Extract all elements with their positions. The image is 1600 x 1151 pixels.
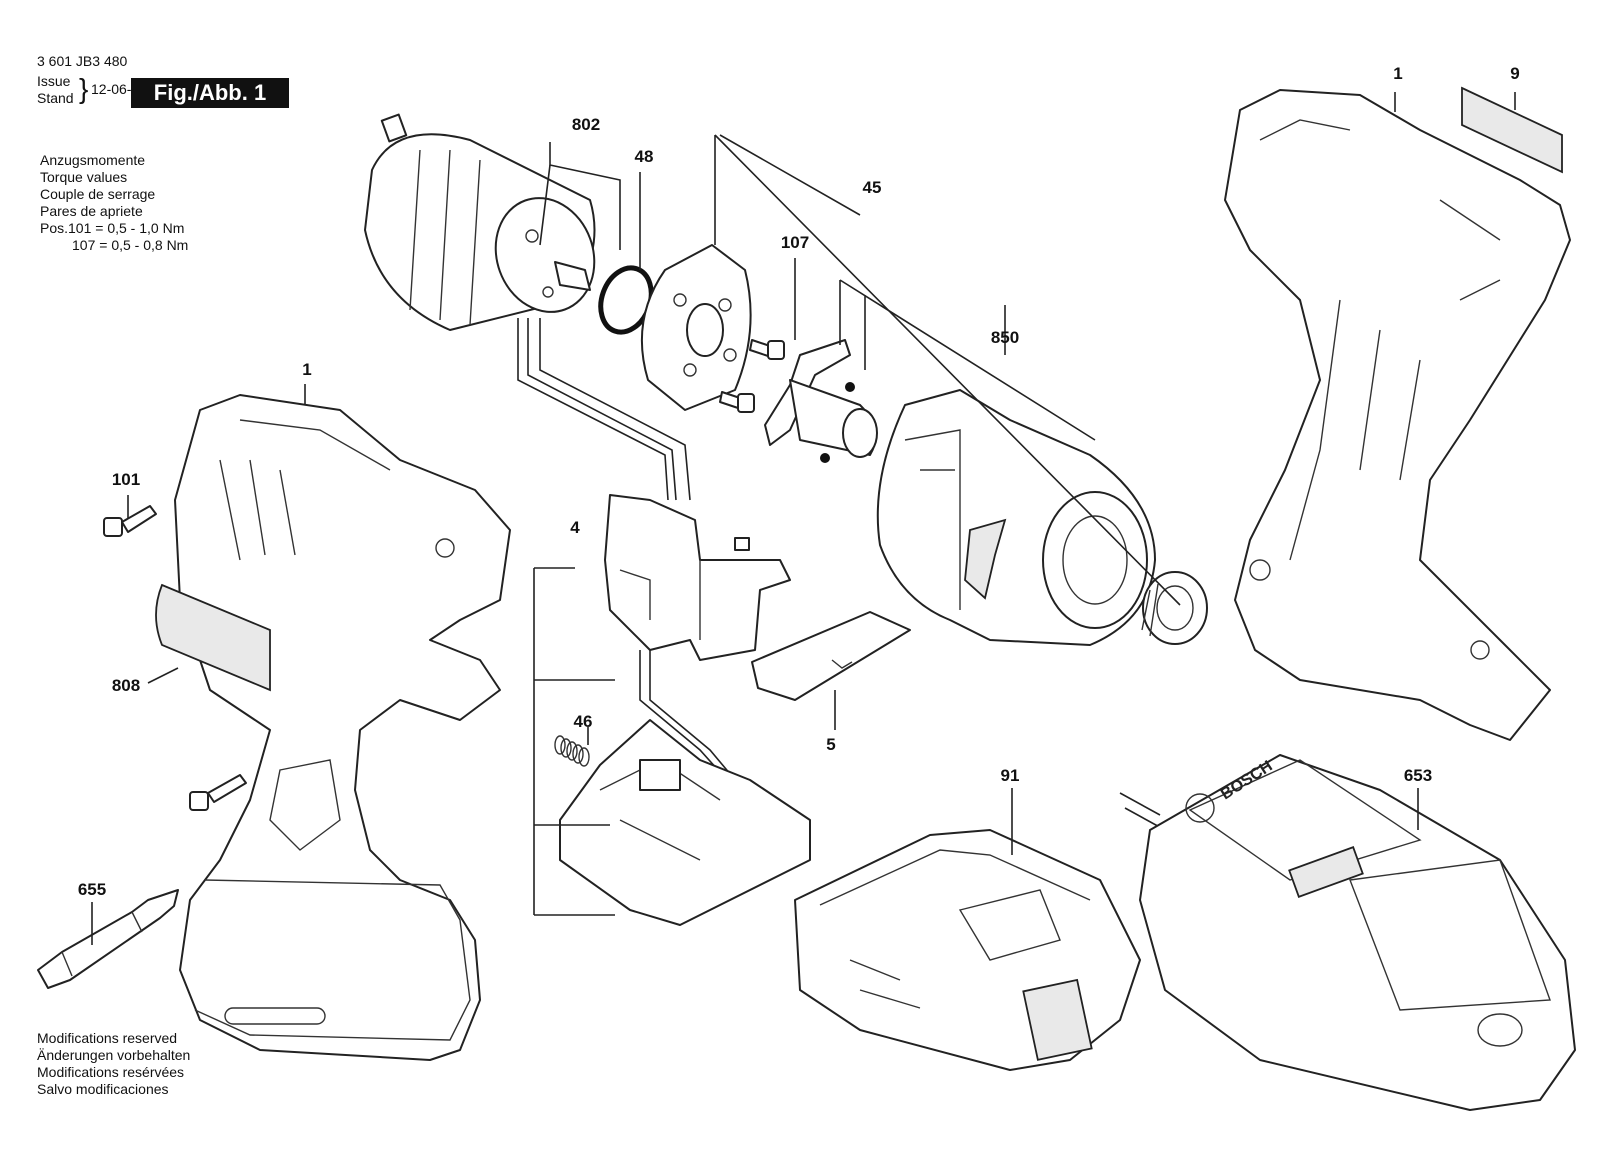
torque-note-line: Torque values (40, 169, 128, 185)
anvil-ring (1141, 571, 1208, 645)
figure-label: Fig./Abb. 1 (131, 78, 289, 108)
motor-wire (539, 318, 691, 501)
label-part-9 (1461, 86, 1563, 174)
leader-lines (91, 92, 1516, 945)
callout-653: 653 (1403, 766, 1433, 785)
screw (189, 774, 247, 811)
torque-note-line: Anzugsmomente (40, 152, 146, 168)
label-part-808 (155, 583, 271, 692)
motor-wire (517, 318, 669, 501)
switch-part-4 (604, 494, 791, 661)
callout-46: 46 (573, 712, 593, 731)
callout-91: 91 (1000, 766, 1020, 785)
callout-107: 107 (780, 233, 810, 252)
steel-ball (820, 453, 830, 463)
stand-label: Stand (37, 90, 74, 106)
callout-850: 850 (990, 328, 1020, 347)
callout-1-left-housing: 1 (302, 360, 312, 379)
screwdriver-bit-part-655 (37, 889, 179, 989)
callout-101: 101 (111, 470, 141, 489)
housing-half-part-1-right (1224, 89, 1571, 741)
screw-part-101 (103, 505, 157, 537)
callout-5: 5 (826, 735, 836, 754)
screw-part-107 (749, 339, 785, 360)
torque-note-line: 107 = 0,5 - 0,8 Nm (72, 237, 189, 253)
footer-line: Modifications reserved (37, 1030, 178, 1046)
callout-655: 655 (77, 880, 107, 899)
housing-half-part-1-left (174, 394, 511, 1061)
footer-line: Änderungen vorbehalten (37, 1047, 191, 1063)
torque-note-line: Pares de apriete (40, 203, 143, 219)
footer-line: Salvo modificaciones (37, 1081, 169, 1097)
screw-part-107 (719, 391, 755, 413)
spring-part-46 (554, 735, 590, 767)
steel-ball (845, 382, 855, 392)
gear-plate-part-45 (640, 244, 752, 411)
callout-45: 45 (862, 178, 882, 197)
callout-9: 9 (1510, 64, 1520, 83)
document-number: 3 601 JB3 480 (37, 53, 128, 69)
label-part-5 (751, 611, 911, 701)
brace-glyph: } (79, 73, 89, 104)
charger-part-653 (1119, 754, 1576, 1111)
torque-note-line: Couple de serrage (40, 186, 156, 202)
callout-1-right-housing: 1 (1393, 64, 1403, 83)
motor-wire (527, 318, 677, 501)
impact-mechanism-housing-part-850 (876, 389, 1156, 646)
callout-4: 4 (570, 518, 580, 537)
footer-line: Modifications resérvées (37, 1064, 185, 1080)
callout-808: 808 (111, 676, 141, 695)
torque-note-line: Pos.101 = 0,5 - 1,0 Nm (40, 220, 185, 236)
motor-part-802 (364, 113, 596, 331)
spindle-part-850 (764, 339, 878, 463)
callout-48: 48 (634, 147, 654, 166)
battery-contact-base (559, 719, 811, 926)
battery-pack-part-91 (794, 829, 1141, 1071)
issue-label: Issue (37, 73, 71, 89)
callout-802: 802 (571, 115, 601, 134)
